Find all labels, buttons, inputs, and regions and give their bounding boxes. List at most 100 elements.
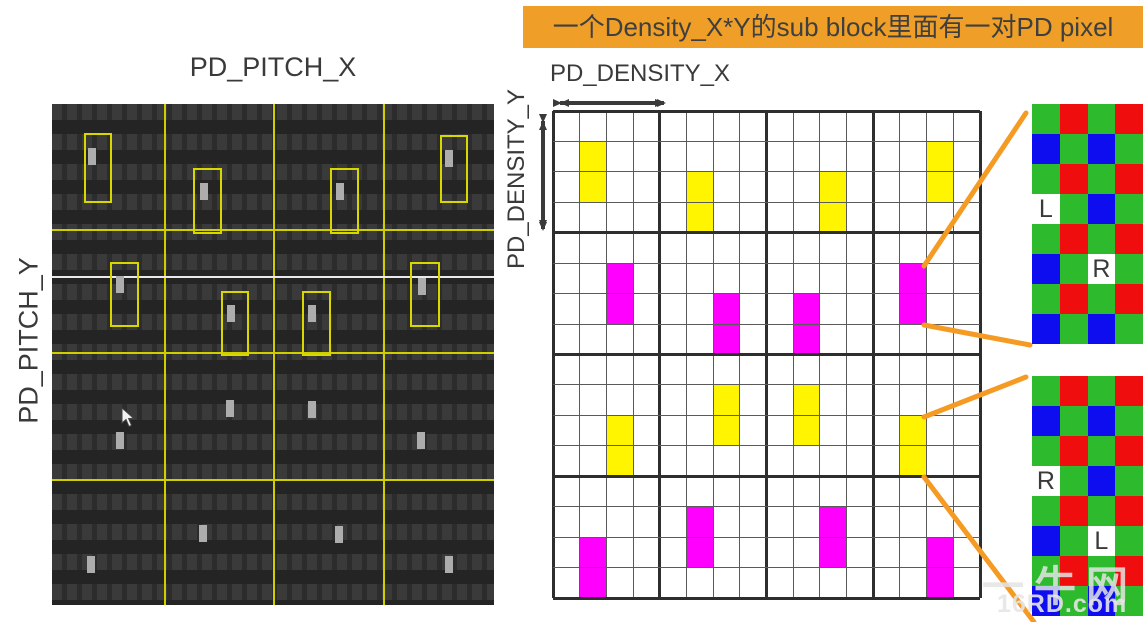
bayer-cell-r [1115,104,1143,134]
pd-pixel-bright-dot [116,432,124,449]
cell-hline [553,323,980,325]
bayer-cell-g [1059,586,1088,616]
bayer-cell-g [1115,586,1143,616]
pd-pixel-bright-dot [418,278,426,295]
bayer-cell-g [1032,376,1060,406]
pd-direction-label: R [1036,466,1055,495]
bayer-cell-g [1115,314,1143,344]
subblock-hline [553,596,980,600]
pd-pixel-bright-dot [87,556,95,573]
dimension-arrowhead [655,99,664,107]
pd-pixel-bright-dot [445,150,453,167]
cell-hline [553,445,980,447]
pd-pixel-bright-dot [200,183,208,200]
bayer-cell-b [1032,314,1060,344]
bayer-cell-g [1087,556,1116,586]
pd-pitch-hline [52,352,494,354]
subblock-hline [553,231,980,235]
pd-pixel-bright-dot [88,148,96,165]
cell-hline [553,201,980,203]
pd-pixel-bright-dot [308,305,316,322]
pd-pixel-marker-rect [302,291,331,356]
bayer-cell-g [1115,526,1143,556]
bayer-cell-g [1059,134,1088,164]
bayer-cell-g [1115,134,1143,164]
cell-hline [553,262,980,264]
pd-cell-l: L [1032,194,1060,224]
subblock-hline [553,109,980,113]
bayer-cell-r [1115,284,1143,314]
cell-hline [553,567,980,569]
subblock-hline [553,474,980,478]
pd-direction-label: L [1038,194,1053,223]
pd-cell-r: R [1087,254,1116,284]
pd-pixel-bright-dot [308,401,316,418]
bayer-cell-r [1115,376,1143,406]
bayer-cell-g [1032,104,1060,134]
pd-pixel-bright-dot [336,183,344,200]
bayer-cell-b [1032,586,1060,616]
bayer-cell-g [1032,284,1060,314]
bayer-cell-g [1059,466,1088,496]
subblock-hline [553,353,980,356]
cell-hline [553,384,980,386]
watermark-domain: 16RD.com [997,590,1128,618]
bayer-cell-g [1115,194,1143,224]
bayer-cell-b [1087,194,1116,224]
bayer-cell-g [1087,436,1116,466]
bayer-cell-r [1115,224,1143,254]
bayer-cell-r [1115,496,1143,526]
bayer-cell-b [1087,406,1116,436]
pd-pitch-vline [273,104,275,605]
pd-pitch-vline [383,104,385,605]
bayer-cell-b [1087,134,1116,164]
bayer-cell-g [1032,224,1060,254]
cell-hline [553,536,980,538]
banner-note: 一个Density_X*Y的sub block里面有一对PD pixel [523,6,1143,48]
bayer-cell-b [1087,586,1116,616]
cell-hline [553,293,980,295]
pd-pixel-marker-rect [110,262,139,327]
pd-pixel-marker-rect [410,262,440,327]
bayer-cell-r [1059,436,1088,466]
pd-cell-l: L [1087,526,1116,556]
cell-hline [553,140,980,142]
pd-pixel-bright-dot [417,432,425,449]
pd-pixel-marker-rect [221,291,249,356]
bayer-cell-g [1087,376,1116,406]
dimension-arrowhead [560,99,569,107]
pd-pixel-bright-dot [227,305,235,322]
bayer-cell-g [1115,406,1143,436]
pd-pixel-marker-rect [193,168,222,234]
dimension-arrowhead [539,220,547,229]
pd-pixel-bright-dot [335,526,343,543]
label-pd-density-y: PD_DENSITY_Y [503,88,530,270]
bayer-cell-r [1059,104,1088,134]
pd-pixel-marker-rect [330,168,359,234]
bayer-cell-g [1087,104,1116,134]
bayer-cell-r [1059,164,1088,194]
pd-pitch-hline [52,479,494,481]
bayer-cell-r [1059,556,1088,586]
readout-line [52,276,494,278]
pd-pixel-bright-dot [199,525,207,542]
pd-pitch-hline [52,229,494,231]
pd-direction-label: R [1092,254,1111,283]
bayer-cell-g [1087,164,1116,194]
label-pd-density-x: PD_DENSITY_X [549,60,731,87]
dimension-arrowhead [539,121,547,130]
pd-pixel-marker-rect [84,133,112,203]
mouse-cursor-icon [121,407,135,428]
pd-density-grid [551,109,982,600]
pd-pixel-bright-dot [445,556,453,573]
pd-direction-label: L [1094,526,1109,555]
bayer-cell-g [1032,556,1060,586]
bayer-cell-b [1032,526,1060,556]
bayer-cell-b [1087,466,1116,496]
label-pd-pitch-y: PD_PITCH_Y [13,257,44,424]
bayer-cell-g [1087,284,1116,314]
bayer-cell-g [1032,164,1060,194]
bayer-cell-r [1115,436,1143,466]
